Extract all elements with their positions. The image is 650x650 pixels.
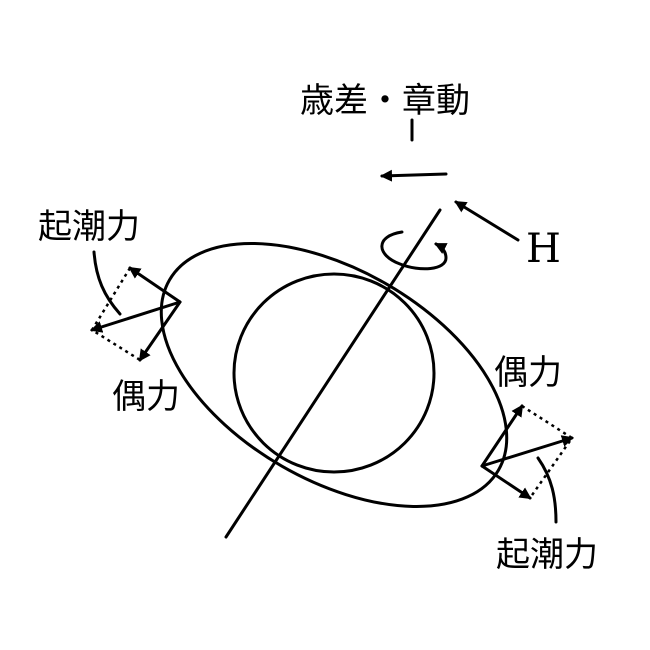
left-couple-arrow-up	[128, 266, 182, 304]
left-tidal-leader	[92, 250, 122, 316]
precession-nutation-label: 歳差・章動	[300, 81, 470, 121]
couple-right-label: 偶力	[494, 353, 562, 393]
earth-sphere	[232, 272, 436, 474]
right-tidal-force-arrow	[480, 435, 574, 468]
left-couple-arrow-down	[138, 300, 182, 362]
angular-momentum-label: H	[526, 226, 561, 272]
right-couple-arrow-down	[480, 464, 532, 500]
couple-left-label: 偶力	[112, 377, 180, 417]
right-tidal-leader	[536, 456, 558, 524]
rotation-spiral-arrow	[380, 230, 448, 271]
precession-arrow	[380, 169, 448, 182]
tidal-force-right-label: 起潮力	[496, 535, 598, 575]
earth-bulge-ellipse	[159, 241, 509, 509]
tidal-force-left-label: 起潮力	[38, 207, 140, 247]
left-parallelogram	[90, 267, 141, 362]
left-tidal-force-arrow	[90, 300, 182, 333]
angular-momentum-arrow	[454, 200, 520, 242]
right-couple-arrow-up	[480, 404, 524, 468]
